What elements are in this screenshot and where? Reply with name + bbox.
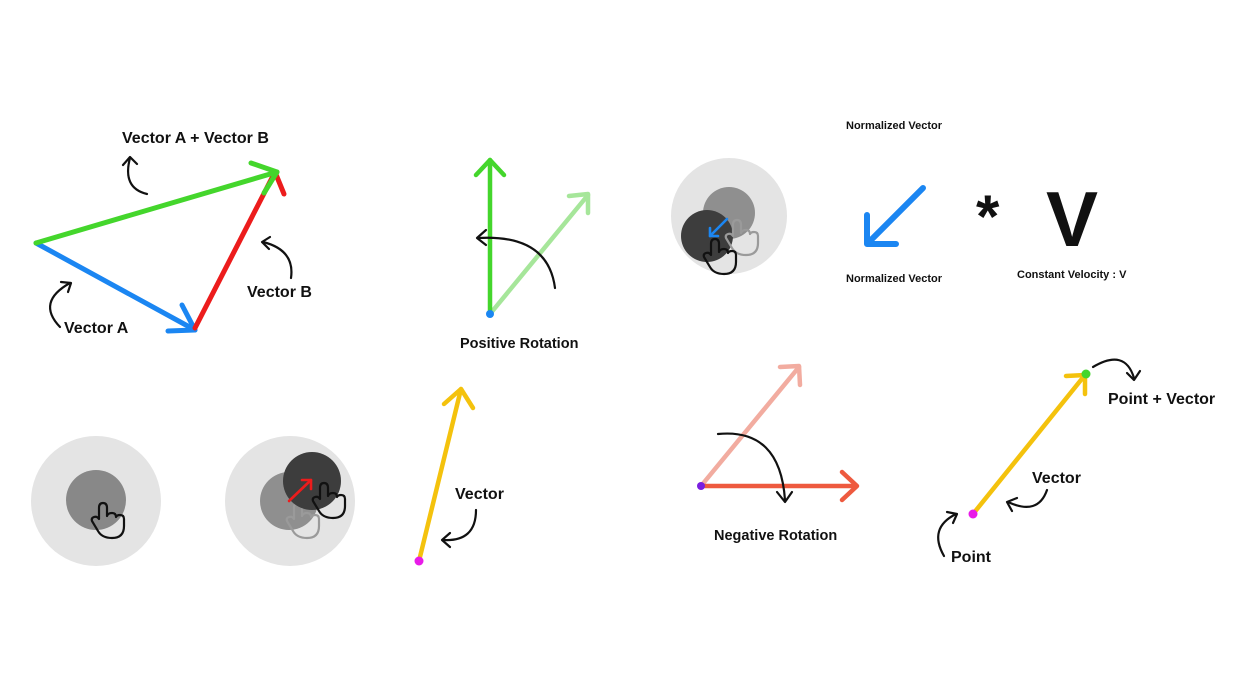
curved-arrow-icon [121, 155, 139, 167]
constant-velocity-label: Constant Velocity : V [1017, 269, 1127, 281]
point-plus-vector-group [937, 358, 1142, 558]
curved-arrow-icon [261, 240, 293, 280]
drag-vector-arrowhead [300, 478, 313, 491]
normalized-mini-arrow [708, 217, 729, 238]
end-point [1081, 369, 1091, 379]
rotated-vector-arrowhead [777, 363, 803, 388]
vector-sum-arrow [33, 169, 280, 246]
positive-rotation-label: Positive Rotation [460, 336, 579, 352]
curved-arrow-icon [475, 228, 488, 247]
vector-tail-point [414, 556, 424, 566]
curved-arrow-icon [441, 508, 478, 542]
vector-label: Vector [455, 486, 504, 503]
vector-a-label: Vector A [64, 320, 129, 337]
curved-arrow-icon [945, 510, 959, 525]
rotated-vector-arrow [698, 364, 802, 489]
curved-arrow-icon [775, 490, 794, 504]
vector-arrowhead [441, 386, 476, 411]
multiply-symbol: * [976, 183, 1000, 250]
start-point [968, 509, 978, 519]
normalized-joystick-group [671, 158, 787, 276]
curved-arrow-icon [59, 280, 73, 294]
joystick-idle-group [31, 436, 161, 566]
rotation-arc [476, 236, 557, 290]
rotation-arc [716, 432, 787, 502]
up-vector-arrowhead [473, 157, 507, 178]
positive-rotation-group [473, 157, 591, 318]
vector-right-label: Vector [1032, 470, 1081, 487]
vector-a-plus-b-label: Vector A + Vector B [122, 130, 269, 147]
vector-addition-group [33, 155, 293, 334]
velocity-symbol: V [1046, 175, 1099, 263]
curved-arrow-icon [440, 531, 452, 549]
curved-arrow-icon [937, 512, 958, 558]
drag-vector-arrow [287, 478, 313, 503]
curved-arrow-icon [260, 235, 272, 251]
curved-arrow-icon [49, 281, 72, 329]
curved-arrow-icon [126, 156, 149, 196]
vector-b-label: Vector B [247, 284, 312, 301]
normalized-vector-top-label: Normalized Vector [846, 120, 942, 132]
negative-rotation-group [697, 363, 860, 504]
curved-arrow-icon [1006, 488, 1049, 508]
origin-point [486, 310, 494, 318]
right-vector-arrowhead [839, 469, 860, 503]
normalized-vector-arrowhead [864, 212, 899, 247]
normalized-mini-arrowhead [708, 226, 720, 238]
origin-point [697, 482, 705, 490]
normalized-vector-arrow [865, 185, 926, 246]
vector-group [414, 386, 478, 566]
translation-vector-arrow [970, 372, 1088, 517]
curved-arrow-icon [1091, 358, 1136, 380]
joystick-dragged-group [225, 436, 355, 566]
joystick-knob [66, 470, 126, 530]
vector-b-arrow [192, 169, 278, 331]
vector-sum-arrowhead [248, 160, 280, 196]
normalized-velocity-group [864, 185, 926, 247]
curved-arrow-icon [1005, 496, 1019, 513]
point-label: Point [951, 549, 991, 566]
rotated-vector-arrowhead [566, 191, 591, 216]
normalized-vector-bottom-label: Normalized Vector [846, 273, 942, 285]
vector-arrow [416, 386, 464, 564]
vector-a-arrow [33, 240, 198, 333]
curved-arrow-icon [1125, 369, 1142, 382]
point-plus-vector-label: Point + Vector [1108, 391, 1216, 408]
negative-rotation-label: Negative Rotation [714, 528, 838, 544]
